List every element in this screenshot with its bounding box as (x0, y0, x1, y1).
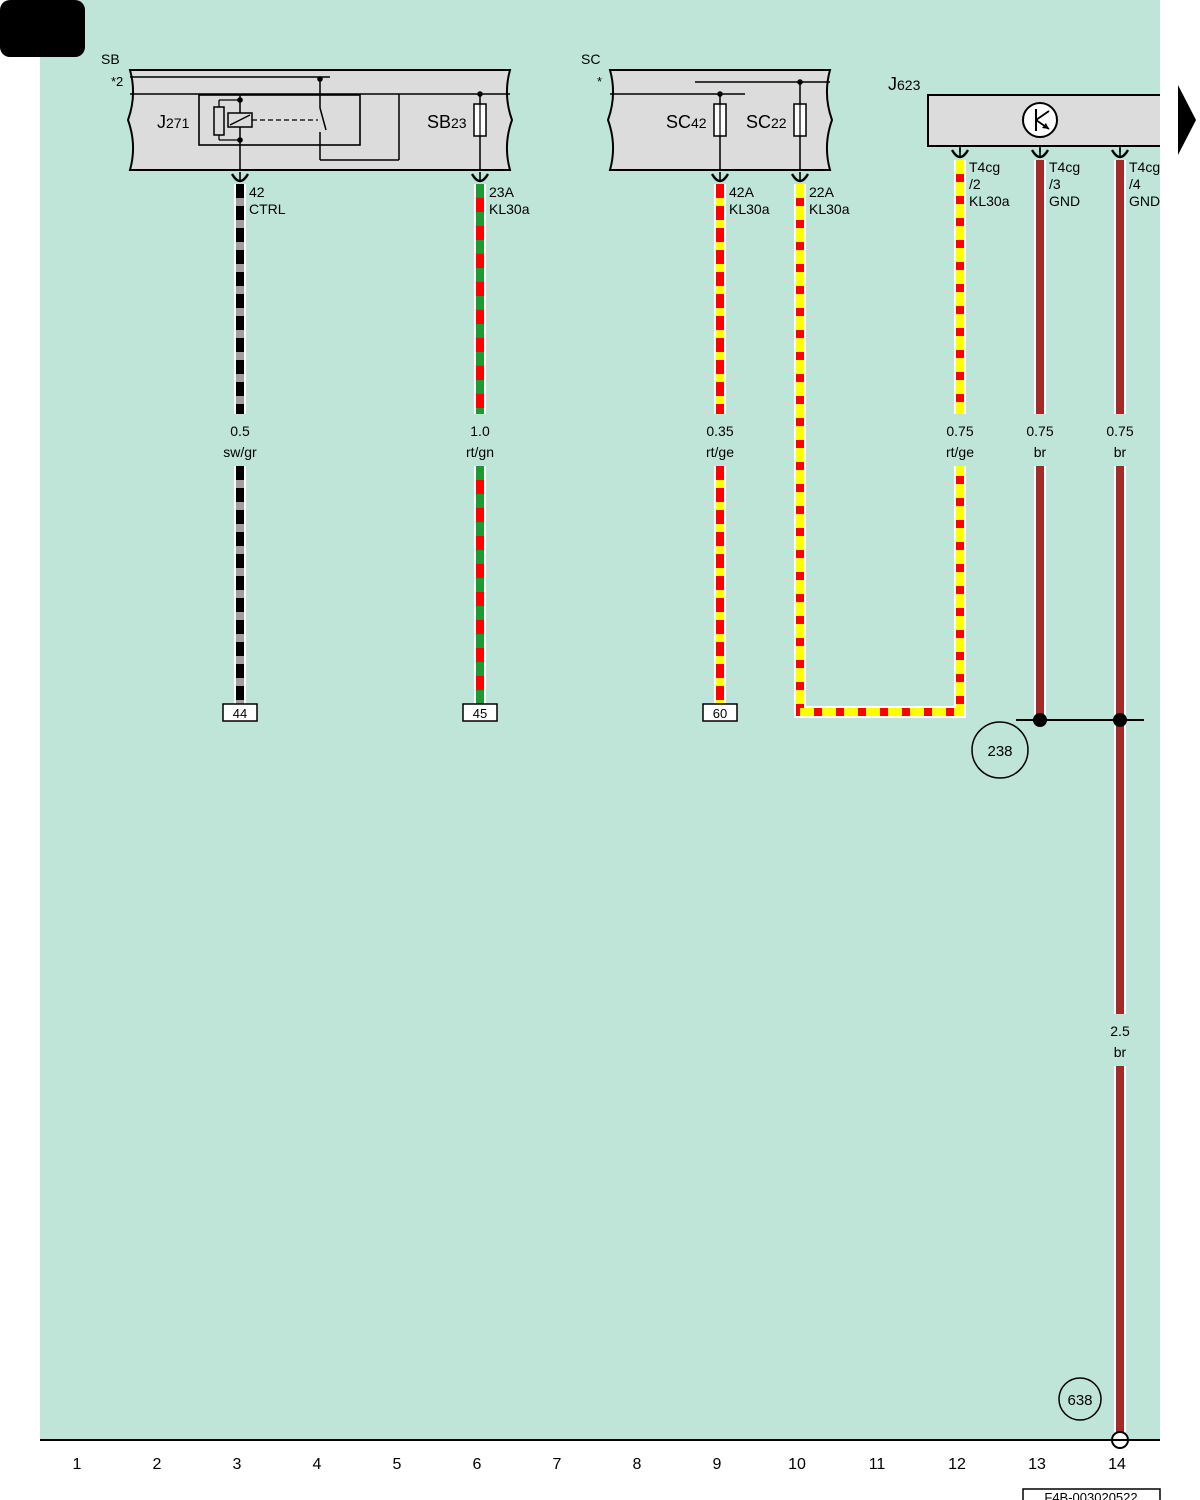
j623-label-main: J (888, 74, 897, 94)
ground-point-638: 638 (1058, 1377, 1102, 1421)
pin-label-w13-line1: T4cg (1049, 159, 1080, 175)
splice-node-14 (1113, 713, 1127, 727)
next-page-arrow-icon[interactable] (1178, 85, 1196, 155)
j271-label-sub: 271 (166, 115, 190, 131)
sc-module-note: * (597, 74, 602, 89)
column-number-5: 5 (393, 1456, 402, 1473)
column-number-8: 8 (633, 1456, 642, 1473)
column-number-7: 7 (553, 1456, 562, 1473)
column-number-1: 1 (73, 1456, 82, 1473)
wire-size-w12: 0.75 (946, 423, 973, 439)
svg-text:SC22: SC22 (746, 112, 787, 132)
svg-text:SB23: SB23 (427, 112, 467, 132)
wire-color-w13: br (1034, 444, 1047, 460)
signal-label-w14: GND (1129, 193, 1160, 209)
wire-color-w9: rt/ge (706, 444, 734, 460)
wire-size-w3: 0.5 (230, 423, 250, 439)
fuse-sb23: SB23 (427, 91, 487, 170)
pin-label-w14-line2: /4 (1129, 176, 1141, 192)
pin-label-w10: 22A (809, 184, 835, 200)
relay-j271: J271 (157, 76, 400, 170)
sc-module: SC * SC42 SC22 (581, 51, 834, 171)
sb-module-note: *2 (111, 74, 123, 89)
sb23-label-main: SB (427, 112, 451, 132)
svg-text:J623: J623 (888, 74, 921, 94)
page-corner-tab (0, 0, 85, 57)
ref-box-45-label: 45 (473, 706, 487, 721)
pin-label-w12-line2: /2 (969, 176, 981, 192)
column-number-6: 6 (473, 1456, 482, 1473)
transistor-icon (1022, 102, 1058, 138)
diagram-background (40, 0, 1160, 1440)
sc22-label-sub: 22 (771, 115, 787, 131)
j623-label-sub: 623 (897, 77, 921, 93)
sc-module-name: SC (581, 51, 600, 67)
wire-size-w9: 0.35 (706, 423, 733, 439)
j271-label-main: J (157, 112, 166, 132)
ref-box-44-label: 44 (233, 706, 247, 721)
ground-point-238-label: 238 (987, 743, 1012, 760)
ref-box-60[interactable]: 60 (702, 703, 738, 722)
svg-text:SC42: SC42 (666, 112, 707, 132)
wire-color-w6: rt/gn (466, 444, 494, 460)
wire-color-w3: sw/gr (223, 444, 257, 460)
wire-size-w6: 1.0 (470, 423, 490, 439)
sc22-label-main: SC (746, 112, 771, 132)
pin-label-w13-line2: /3 (1049, 176, 1061, 192)
sb-module: SB *2 J271 (101, 51, 514, 171)
sc42-label-sub: 42 (691, 115, 707, 131)
fuse-sc42: SC42 (666, 91, 727, 170)
pin-label-w12-line1: T4cg (969, 159, 1000, 175)
column-number-10: 10 (788, 1456, 806, 1473)
doc-number-box (1022, 1488, 1161, 1500)
fuse-sc22: SC22 (746, 79, 807, 170)
wire-size-w13: 0.75 (1026, 423, 1053, 439)
signal-label-w3: CTRL (249, 201, 286, 217)
ground-point-238: 238 (971, 721, 1029, 779)
ref-box-45[interactable]: 45 (462, 703, 498, 722)
pin-label-w6: 23A (489, 184, 515, 200)
column-number-9: 9 (713, 1456, 722, 1473)
pin-label-w14-line1: T4cg (1129, 159, 1160, 175)
wire-w10-w12-loop (794, 184, 966, 718)
ground-point-638-label: 638 (1067, 1392, 1092, 1409)
wire-color-w14-lower: br (1114, 1044, 1127, 1060)
doc-number: F4B-003020522 (1044, 1490, 1137, 1500)
column-number-4: 4 (313, 1456, 322, 1473)
pin-label-w9: 42A (729, 184, 755, 200)
signal-label-w12: KL30a (969, 193, 1010, 209)
svg-text:J271: J271 (157, 112, 190, 132)
wire-size-w14: 0.75 (1106, 423, 1133, 439)
splice-node-13 (1033, 713, 1047, 727)
wire-color-w12: rt/ge (946, 444, 974, 460)
sb23-label-sub: 23 (451, 115, 467, 131)
sb-module-name: SB (101, 51, 120, 67)
pin-label-w3: 42 (249, 184, 265, 200)
ref-box-44[interactable]: 44 (222, 703, 258, 722)
wire-size-w14-lower: 2.5 (1110, 1023, 1130, 1039)
column-number-3: 3 (233, 1456, 242, 1473)
signal-label-w9: KL30a (729, 201, 770, 217)
wires-layer (234, 160, 1126, 1432)
column-number-13: 13 (1028, 1456, 1046, 1473)
signal-label-w10: KL30a (809, 201, 850, 217)
column-number-11: 11 (869, 1456, 886, 1473)
column-number-14: 14 (1108, 1456, 1126, 1473)
ref-box-60-label: 60 (713, 706, 727, 721)
column-number-2: 2 (153, 1456, 162, 1473)
wire-color-w14: br (1114, 444, 1127, 460)
sc42-label-main: SC (666, 112, 691, 132)
signal-label-w13: GND (1049, 193, 1080, 209)
j623-module: J623 (888, 74, 1160, 152)
signal-label-w6: KL30a (489, 201, 530, 217)
column-number-12: 12 (948, 1456, 966, 1473)
